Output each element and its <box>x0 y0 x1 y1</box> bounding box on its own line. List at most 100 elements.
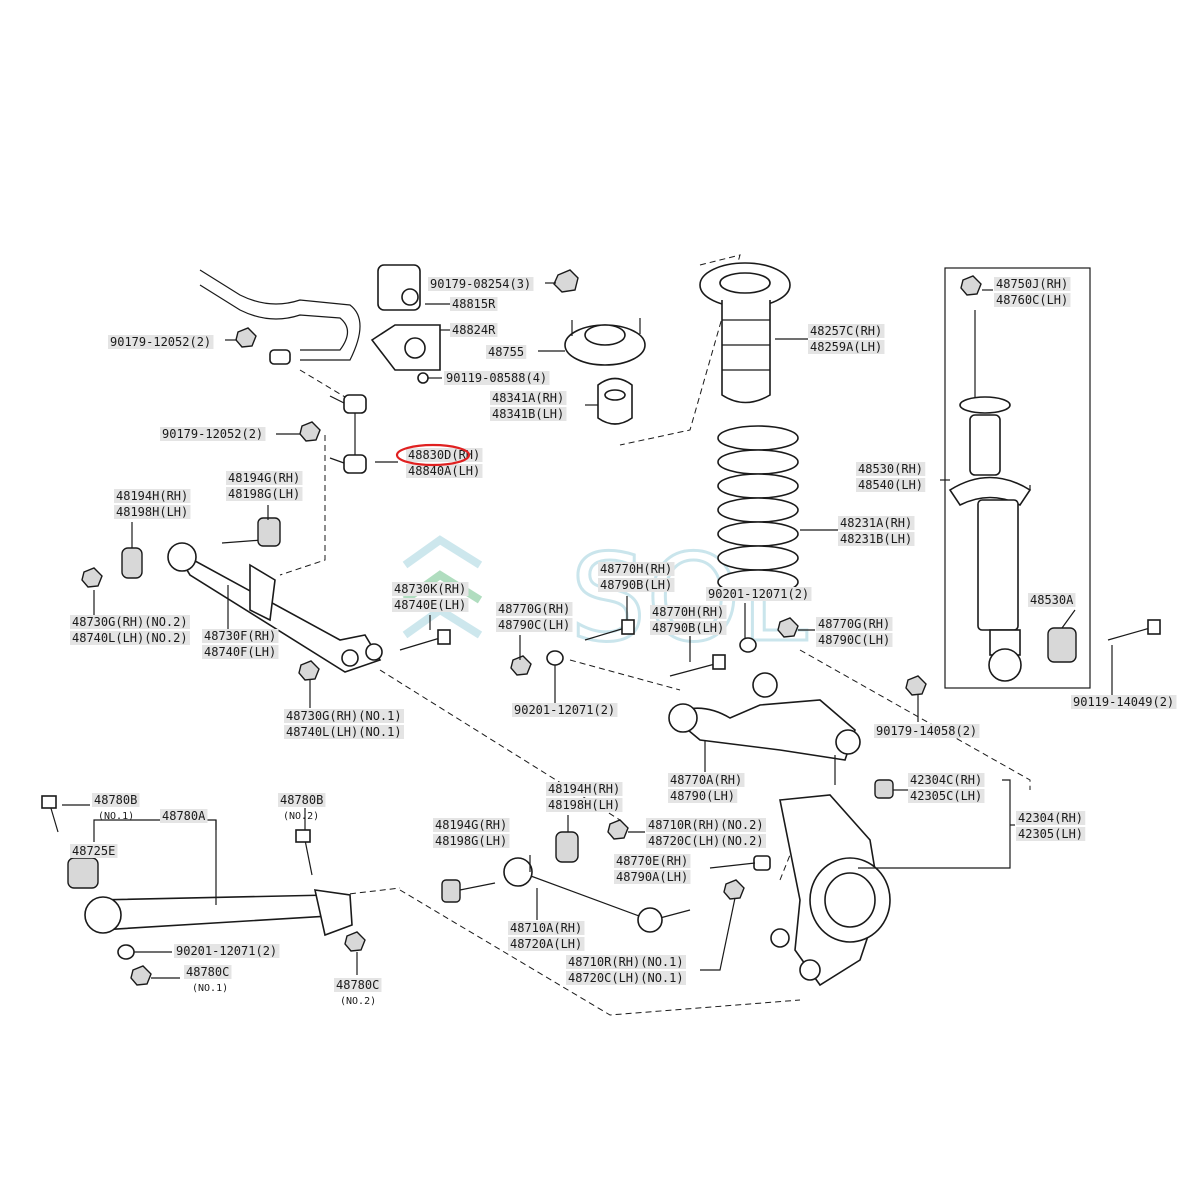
part-label: 48780A <box>160 809 208 823</box>
part-number: 48770E(RH) <box>616 854 688 868</box>
label-background <box>392 582 469 596</box>
part-number: 48198H(LH) <box>548 798 620 812</box>
part-number: 48730G(RH)(NO.1) <box>286 709 402 723</box>
part-label: 48710R(RH)(NO.1) <box>566 955 686 969</box>
part-label: 90179-14058(2) <box>874 724 980 738</box>
part-number: (NO.1) <box>98 811 134 822</box>
rear-axle-carrier <box>770 794 891 987</box>
part-number: 48790(LH) <box>670 789 735 803</box>
part-label: (NO.1) <box>192 983 228 994</box>
part-number: 48231B(LH) <box>840 532 912 546</box>
label-background <box>994 277 1071 291</box>
label-background <box>184 965 232 979</box>
label-background <box>650 621 727 635</box>
label-background <box>334 978 382 992</box>
part-number: (NO.1) <box>192 983 228 994</box>
part-number: 48720C(LH)(NO.2) <box>648 834 764 848</box>
label-background <box>816 633 893 647</box>
lower-bushing-icon <box>1047 627 1077 663</box>
part-number: 48780C <box>336 978 379 992</box>
part-number: 42305C(LH) <box>910 789 982 803</box>
part-number: 48198G(LH) <box>228 487 300 501</box>
part-label: 48830D(RH) <box>406 448 483 462</box>
stabilizer-bushing <box>377 264 421 311</box>
part-label: 48790B(LH) <box>598 578 675 592</box>
label-background <box>546 798 623 812</box>
stabilizer-bar <box>199 269 361 365</box>
label-background <box>1016 811 1086 825</box>
label-background <box>486 345 527 359</box>
label-background <box>160 809 208 823</box>
label-background <box>226 487 303 501</box>
part-label: 48341B(LH) <box>490 407 567 421</box>
label-background <box>598 578 675 592</box>
part-number: 48770A(RH) <box>670 773 742 787</box>
lower-toe-arm <box>503 857 663 933</box>
bolt-icons <box>41 517 1161 919</box>
label-background <box>450 297 498 311</box>
part-number: 48770G(RH) <box>498 602 570 616</box>
part-label: 48194H(RH) <box>114 489 191 503</box>
part-number: 48231A(RH) <box>840 516 912 530</box>
part-number: 48730F(RH) <box>204 629 276 643</box>
part-number: 48730K(RH) <box>394 582 466 596</box>
label-background <box>838 532 915 546</box>
lower-suspension-arm <box>84 889 353 937</box>
label-background <box>668 789 738 803</box>
part-label: 48257C(RH) <box>808 324 885 338</box>
label-background <box>496 618 573 632</box>
washer-icons <box>117 637 771 960</box>
label-background <box>808 340 885 354</box>
part-number: 48259A(LH) <box>810 340 882 354</box>
label-background <box>614 870 691 884</box>
part-number: 42305(LH) <box>1018 827 1083 841</box>
part-number: 48198H(LH) <box>116 505 188 519</box>
label-background <box>428 277 534 291</box>
part-label: 48730K(RH) <box>392 582 469 596</box>
part-label: 48740L(LH)(NO.1) <box>284 725 404 739</box>
part-label: 48194G(RH) <box>226 471 303 485</box>
part-number: 48725E <box>72 844 115 858</box>
part-number: 48780B <box>280 793 323 807</box>
part-number: 42304(RH) <box>1018 811 1083 825</box>
part-label: 48780C <box>184 965 232 979</box>
label-background <box>908 789 985 803</box>
part-label: 48740L(LH)(NO.2) <box>70 631 190 645</box>
part-number: 48194H(RH) <box>116 489 188 503</box>
label-background <box>160 427 266 441</box>
label-background <box>202 629 279 643</box>
label-background <box>646 834 766 848</box>
part-number: 48815R <box>452 297 496 311</box>
part-label: 48231A(RH) <box>838 516 915 530</box>
part-number: 48755 <box>488 345 524 359</box>
label-background <box>444 371 550 385</box>
upper-control-arm <box>167 542 383 673</box>
part-label: 48770A(RH) <box>668 773 745 787</box>
part-label: 42305C(LH) <box>908 789 985 803</box>
part-number: 48530A <box>1030 593 1074 607</box>
part-label: 48740F(LH) <box>202 645 279 659</box>
part-number: 48720C(LH)(NO.1) <box>568 971 684 985</box>
part-number: 48341A(RH) <box>492 391 564 405</box>
label-background <box>392 598 469 612</box>
part-number: 48198G(LH) <box>435 834 507 848</box>
label-background <box>490 391 567 405</box>
part-label: 48815R <box>450 297 498 311</box>
part-number: 48257C(RH) <box>810 324 882 338</box>
part-label: 48790C(LH) <box>816 633 893 647</box>
part-label: 48790C(LH) <box>496 618 573 632</box>
part-label: 48530A <box>1028 593 1076 607</box>
label-background <box>433 834 510 848</box>
part-number: 48540(LH) <box>858 478 923 492</box>
part-number: 48770H(RH) <box>600 562 672 576</box>
part-label: 48770G(RH) <box>496 602 573 616</box>
label-background <box>546 782 623 796</box>
part-label: 48198G(LH) <box>226 487 303 501</box>
part-label: 42305(LH) <box>1016 827 1086 841</box>
part-number: 48790A(LH) <box>616 870 688 884</box>
label-background <box>284 709 404 723</box>
label-background <box>70 615 190 629</box>
label-background <box>614 854 691 868</box>
part-number: 90201-12071(2) <box>708 587 809 601</box>
label-background <box>1071 695 1177 709</box>
